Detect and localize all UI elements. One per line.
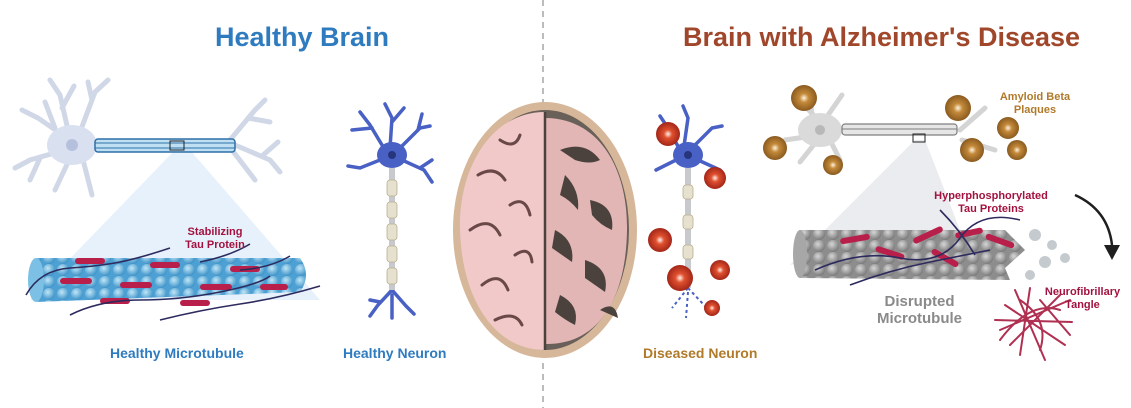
healthy-neuron-icon [348, 104, 432, 318]
hyperphosphorylated-tau-label: Hyperphosphorylated Tau Proteins [928, 190, 1054, 216]
healthy-title: Healthy Brain [215, 22, 389, 53]
diseased-neuron-icon [648, 106, 730, 318]
healthy-neuron-label: Healthy Neuron [343, 345, 446, 361]
healthy-microtubule-label: Healthy Microtubule [110, 345, 244, 361]
neurofibrillary-tangle-label: Neurofibrillary Tangle [1035, 286, 1130, 312]
brain-icon [453, 102, 637, 358]
disrupted-microtubule-label: Disrupted Microtubule [872, 293, 967, 327]
stabilizing-tau-label: Stabilizing Tau Protein [160, 226, 270, 252]
disease-title: Brain with Alzheimer's Disease [683, 22, 1080, 53]
diseased-neuron-label: Diseased Neuron [643, 345, 757, 361]
amyloid-beta-label: Amyloid Beta Plaques [990, 91, 1080, 117]
